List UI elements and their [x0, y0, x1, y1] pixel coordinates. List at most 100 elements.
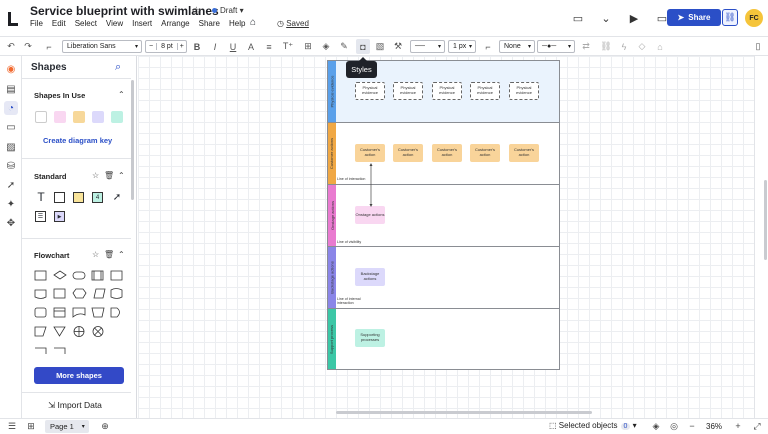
import-data-button[interactable]: ⇲ Import Data [48, 400, 102, 410]
search-icon[interactable]: ⌕ [115, 61, 122, 73]
plugin-icon[interactable]: ✥ [6, 217, 16, 229]
evidence-box[interactable]: Physical evidence [393, 82, 423, 100]
redo-icon[interactable]: ↷ [24, 41, 32, 51]
comment-icon[interactable]: ▭ [572, 12, 584, 25]
text-color-icon[interactable]: A [247, 41, 254, 52]
font-size-stepper[interactable]: −8 pt+ [145, 40, 187, 53]
zoom-in-icon[interactable]: + [735, 421, 741, 431]
menu-edit[interactable]: Edit [51, 19, 66, 28]
menu-help[interactable]: Help [228, 19, 246, 28]
onstage-action-box[interactable]: Onstage actions [355, 206, 385, 224]
page-tab[interactable]: Page 1▾ [45, 420, 89, 433]
star-icon[interactable]: ☆ [92, 250, 100, 259]
magic-icon[interactable]: ✦ [6, 198, 16, 210]
flowchart-title[interactable]: Flowchart [34, 251, 70, 260]
layers-icon[interactable]: ◈ [652, 421, 660, 431]
menu-insert[interactable]: Insert [132, 19, 153, 28]
video-shape-icon[interactable]: ▶ [54, 211, 65, 222]
text-shape-icon[interactable]: T [37, 190, 45, 204]
swatch-pink[interactable] [54, 111, 66, 123]
customer-action-box[interactable]: Customer's action [432, 144, 462, 162]
evidence-box[interactable]: Physical evidence [355, 82, 385, 100]
customer-action-box[interactable]: Customer's action [355, 144, 385, 162]
more-shapes-button[interactable]: More shapes [34, 367, 124, 384]
italic-icon[interactable]: I [213, 41, 217, 52]
shapes-in-use-title[interactable]: Shapes In Use [34, 91, 86, 100]
customer-action-box[interactable]: Customer's action [509, 144, 539, 162]
document-title[interactable]: Service blueprint with swimlanes [30, 4, 219, 18]
text-options-icon[interactable]: T⁺ [282, 41, 294, 51]
draft-status[interactable]: Draft ▾ [212, 6, 244, 15]
undo-icon[interactable]: ↶ [7, 41, 15, 51]
create-diagram-key-link[interactable]: Create diagram key [43, 136, 113, 145]
evidence-box[interactable]: Physical evidence [432, 82, 462, 100]
menu-share[interactable]: Share [198, 19, 220, 28]
lane-onstage-actions[interactable]: Onstage actions Onstage actions Line of … [328, 185, 559, 247]
sticky-note-icon[interactable] [73, 192, 84, 203]
lane-header[interactable]: Customer actions [328, 123, 336, 184]
panel-toggle-icon[interactable]: ▯ [755, 41, 761, 51]
templates-icon[interactable]: ▭ [6, 121, 16, 133]
fill-color-icon[interactable]: ◈ [322, 41, 330, 51]
line-style-select[interactable]: ──▾ [410, 40, 445, 53]
flowchart-shapes[interactable] [32, 268, 127, 354]
line-color-icon[interactable]: ✎ [340, 41, 348, 51]
zoom-out-icon[interactable]: − [689, 421, 695, 431]
zoom-level[interactable]: 36% [706, 422, 723, 431]
share-button[interactable]: ➤Share [667, 9, 721, 26]
star-icon[interactable]: ☆ [92, 171, 100, 180]
lane-backstage-actions[interactable]: Backstage actions Backstage actions Line… [328, 247, 559, 309]
lucid-icon[interactable]: ◉ [6, 63, 16, 75]
compass-icon[interactable]: ◎ [670, 421, 678, 431]
table-icon[interactable]: ⊞ [304, 41, 312, 51]
lucid-logo-icon[interactable] [6, 11, 20, 27]
lane-customer-actions[interactable]: Customer actions Customer's action Custo… [328, 123, 559, 185]
gift-icon[interactable]: ⌂ [250, 17, 257, 28]
bold-icon[interactable]: B [193, 41, 201, 52]
lane-header[interactable]: Support process [328, 309, 336, 369]
pages-icon[interactable]: ▤ [6, 83, 16, 95]
arrow-start-select[interactable]: None▾ [499, 40, 535, 53]
data-icon[interactable]: ⛁ [6, 160, 16, 172]
saved-status[interactable]: ◷ Saved [277, 19, 309, 28]
grid-view-icon[interactable]: ⊞ [27, 421, 35, 431]
evidence-box[interactable]: Physical evidence [470, 82, 500, 100]
shield-icon[interactable]: ◇ [638, 41, 646, 51]
format-painter-icon[interactable]: ⌐ [46, 41, 52, 52]
lane-header[interactable]: Onstage actions [328, 185, 336, 246]
arrow-line-icon[interactable]: ➚ [112, 191, 122, 203]
collapse-icon[interactable]: ⌃ [118, 171, 125, 180]
video-icon[interactable]: ▭ [656, 12, 668, 25]
styles-icon[interactable]: ◘ [356, 39, 370, 54]
panel-scrollbar[interactable] [131, 80, 134, 200]
menu-view[interactable]: View [105, 19, 124, 28]
service-blueprint-diagram[interactable]: Physical evidence Physical evidence Phys… [327, 60, 560, 370]
underline-icon[interactable]: U [229, 41, 237, 52]
lane-header[interactable]: Physical evidence [328, 61, 336, 122]
line-width-select[interactable]: 1 px▾ [448, 40, 476, 53]
lock-icon[interactable]: ⌂ [657, 41, 663, 52]
star-icon[interactable]: ☆ [191, 4, 202, 18]
swatch-white[interactable] [35, 111, 47, 123]
shapes-icon[interactable]: ◔ [4, 101, 18, 115]
magic-wand-icon[interactable]: ⚒ [393, 41, 403, 51]
numbered-shape-icon[interactable]: 4 [92, 192, 103, 203]
vertical-scrollbar[interactable] [764, 180, 767, 260]
standard-title[interactable]: Standard [34, 172, 67, 181]
collapse-icon[interactable]: ⌃ [118, 90, 125, 99]
link-icon[interactable]: ⛓ [600, 41, 612, 51]
list-shape-icon[interactable]: ☰ [35, 211, 46, 222]
align-icon[interactable]: ≡ [266, 41, 272, 52]
collapse-icon[interactable]: ⌃ [118, 250, 125, 259]
lane-support-process[interactable]: Support process Supporting processes [328, 309, 559, 369]
rocket-icon[interactable]: ➚ [6, 179, 16, 191]
image-library-icon[interactable]: ▨ [6, 141, 16, 153]
swap-icon[interactable]: ⇄ [582, 41, 590, 51]
list-view-icon[interactable]: ☰ [7, 421, 17, 431]
evidence-box[interactable]: Physical evidence [509, 82, 539, 100]
font-select[interactable]: Liberation Sans▾ [62, 40, 142, 53]
support-process-box[interactable]: Supporting processes [355, 329, 385, 347]
lightning-icon[interactable]: ϟ [621, 41, 627, 52]
chevron-down-icon[interactable]: ⌄ [601, 12, 611, 25]
